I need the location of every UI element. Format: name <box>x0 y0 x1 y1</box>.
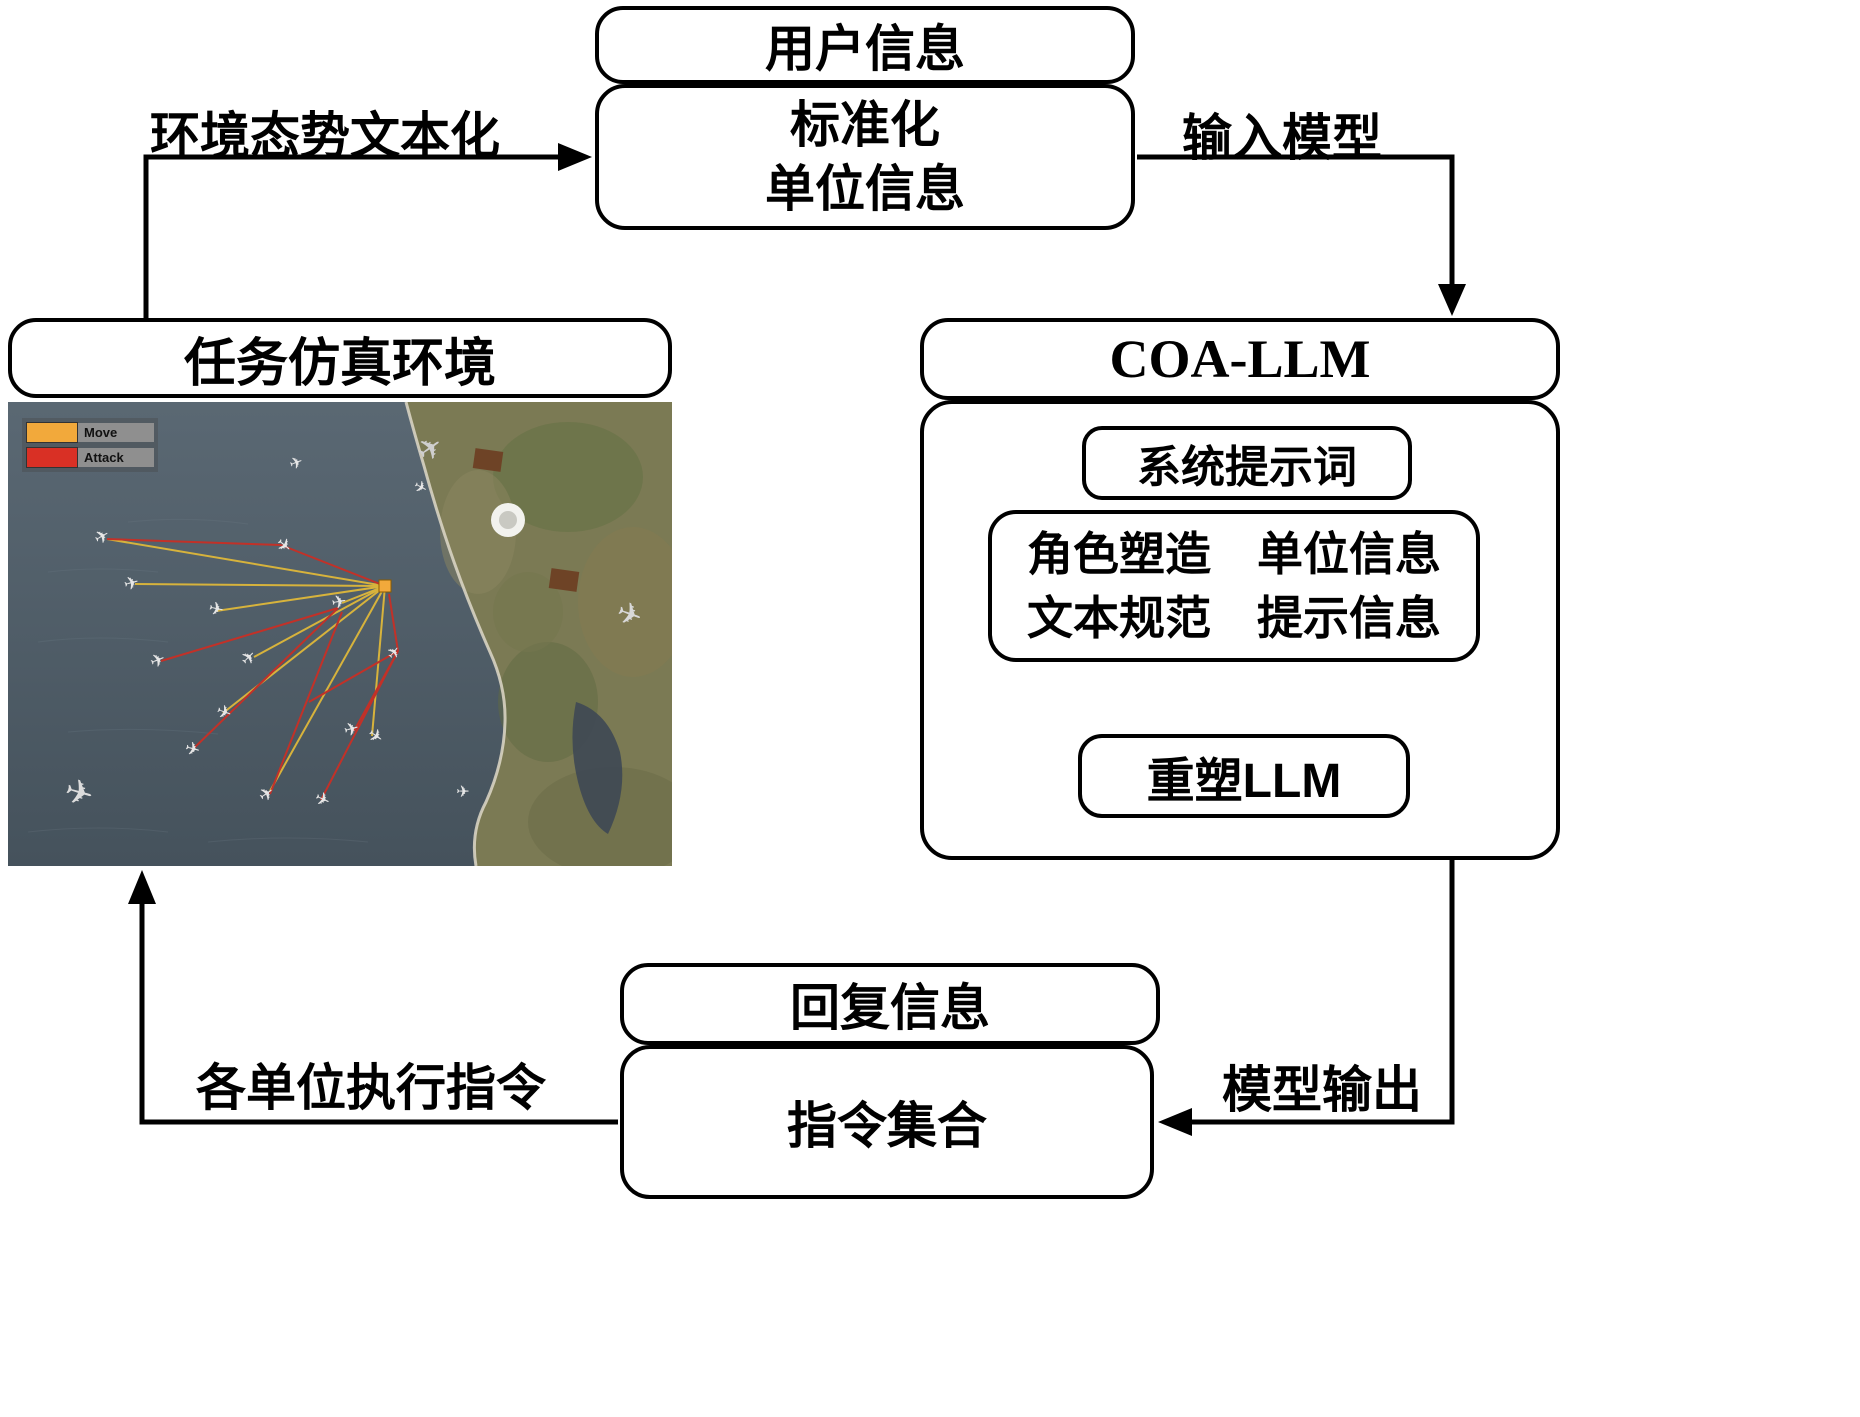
move-swatch-icon <box>26 422 78 443</box>
command-hub-marker <box>378 579 392 593</box>
instruction-set-box: 指令集合 <box>620 1045 1154 1199</box>
attack-label: Attack <box>78 448 154 467</box>
sim-env-title-box: 任务仿真环境 <box>8 318 672 398</box>
bay-inlet <box>572 702 623 834</box>
prompt-detail-line1: 角色塑造 单位信息 <box>1027 528 1441 580</box>
terrain-patches <box>440 422 672 866</box>
standardized-unit-info-box: 标准化 单位信息 <box>595 84 1135 230</box>
connector-lines <box>139 154 1455 1125</box>
prompt-detail-box: 角色塑造 单位信息 文本规范 提示信息 <box>988 510 1480 662</box>
arrowhead-up-icon <box>128 870 156 904</box>
building-icon <box>548 568 580 592</box>
arrowhead-down-icon <box>1438 284 1466 316</box>
edge-coa-to-instructions <box>1190 858 1455 1125</box>
map-graphic: ✈ ✈ ✈ ✈ ✈ ✈ ✈ ✈ ✈ ✈ ✈ ✈ ✈ ✈ ✈ ✈ ✈ ✈ ✈ ✈ <box>8 402 672 866</box>
simulation-map: ✈ ✈ ✈ ✈ ✈ ✈ ✈ ✈ ✈ ✈ ✈ ✈ ✈ ✈ ✈ ✈ ✈ ✈ ✈ ✈ <box>8 402 672 866</box>
aircraft-icon: ✈ <box>182 738 202 762</box>
coa-llm-title-box: COA-LLM <box>920 318 1560 400</box>
map-legend: Move Attack <box>22 418 158 472</box>
edge-env-to-standardized <box>143 154 560 318</box>
aircraft-icon: ✈ <box>213 700 234 725</box>
stadium-inner <box>499 511 517 529</box>
aircraft-icon: ✈ <box>287 452 306 474</box>
prompt-detail-line2: 文本规范 提示信息 <box>1027 592 1441 644</box>
edge-instructions-to-sim <box>139 900 618 1125</box>
move-lines <box>106 538 386 792</box>
reply-info-box: 回复信息 <box>620 963 1160 1045</box>
attack-swatch-icon <box>26 447 78 468</box>
user-info-box: 用户信息 <box>595 6 1135 84</box>
legend-row-attack: Attack <box>26 447 154 468</box>
building-icon <box>472 448 504 472</box>
system-prompt-box: 系统提示词 <box>1082 426 1412 500</box>
arrowhead-right-icon <box>558 143 592 171</box>
edge-label-input-model: 输入模型 <box>1182 110 1382 166</box>
aircraft-icon: ✈ <box>342 718 362 742</box>
coastline-surf <box>404 402 507 866</box>
aircraft-icon: ✈ <box>147 648 169 673</box>
edge-label-env-textualize: 环境态势文本化 <box>150 108 500 164</box>
reshaped-llm-box: 重塑LLM <box>1078 734 1410 818</box>
move-label: Move <box>78 423 154 442</box>
standardized-line2: 单位信息 <box>765 161 965 217</box>
wave-texture <box>27 518 369 843</box>
edge-label-model-output: 模型输出 <box>1222 1062 1422 1118</box>
edge-label-units-execute: 各单位执行指令 <box>196 1060 546 1116</box>
aircraft-icon: ✈ <box>207 598 226 622</box>
standardized-line1: 标准化 <box>790 97 940 153</box>
arrowhead-left-icon <box>1158 1108 1192 1136</box>
aircraft-icon: ✈ <box>456 782 469 801</box>
aircraft-icon: ✈ <box>330 591 349 614</box>
attack-lines <box>106 538 399 801</box>
edge-standardized-to-coa <box>1137 154 1455 288</box>
aircraft-icon: ✈ <box>122 572 142 596</box>
legend-row-move: Move <box>26 422 154 443</box>
